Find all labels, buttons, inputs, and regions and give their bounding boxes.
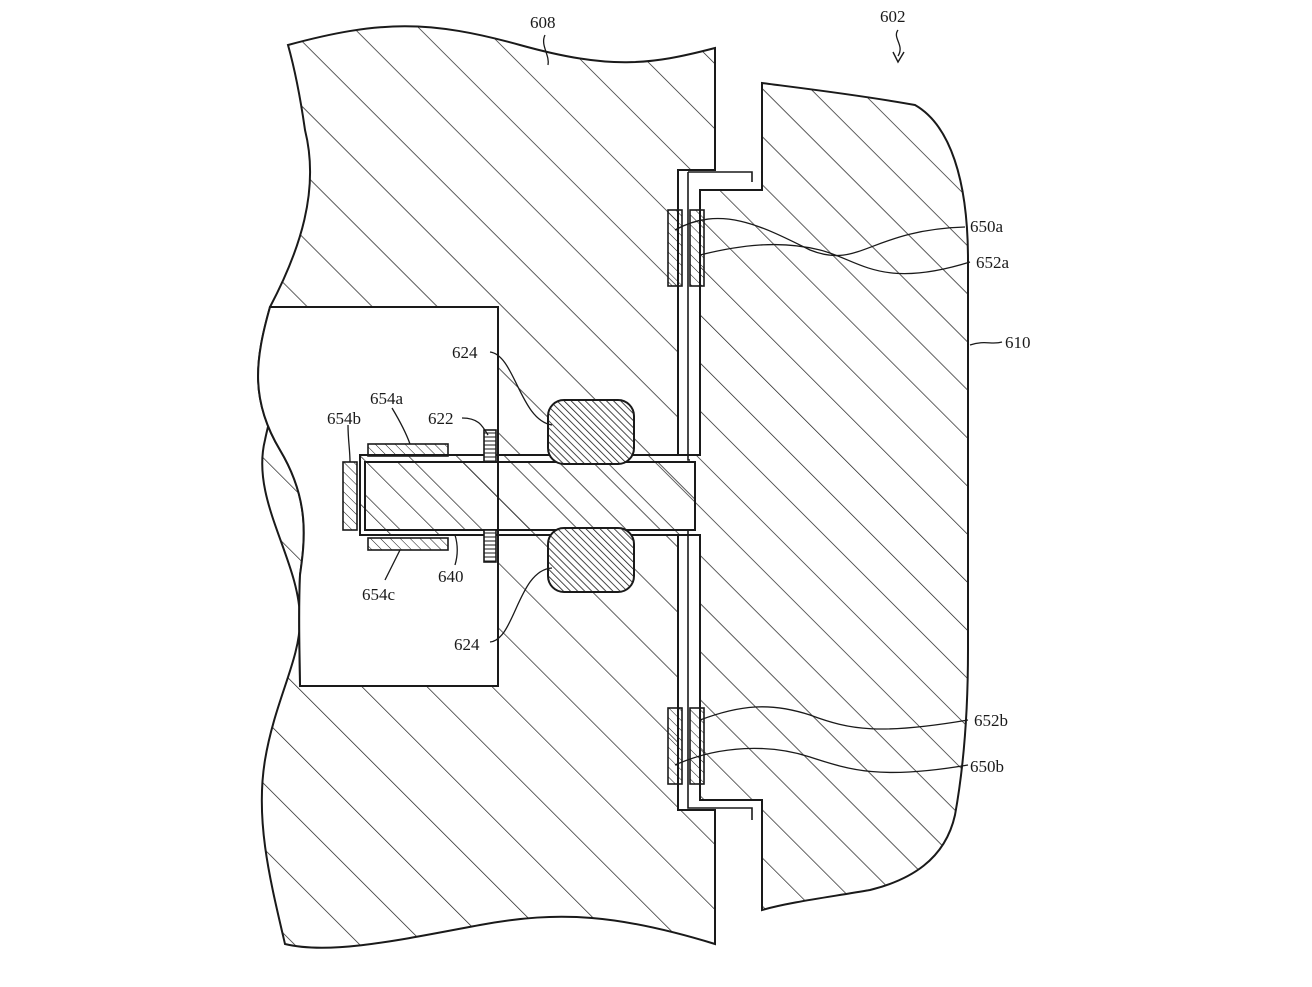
sensor-652a	[689, 209, 705, 287]
sensor-650b	[667, 707, 683, 785]
retainer-upper	[483, 429, 497, 463]
label-608: 608	[530, 13, 556, 32]
label-602: 602	[880, 7, 906, 26]
leader-652b	[699, 706, 969, 730]
leader-lines	[347, 29, 1003, 774]
sensor-654a	[367, 443, 449, 457]
label-654c: 654c	[362, 585, 396, 604]
sensor-654c	[367, 537, 449, 551]
shaft	[364, 461, 696, 531]
leader-610	[969, 341, 1003, 346]
leader-624-lower	[489, 567, 553, 643]
sensor-654b	[342, 461, 358, 531]
gap-outline	[687, 171, 753, 820]
arrow-602	[892, 51, 905, 64]
leader-650b	[674, 747, 969, 774]
label-640: 640	[438, 567, 464, 586]
leader-624-upper	[489, 351, 553, 426]
seal-lower	[547, 527, 635, 593]
label-610: 610	[1005, 333, 1031, 352]
leader-622	[461, 417, 489, 436]
sensor-652b	[689, 707, 705, 785]
leader-652a	[699, 243, 971, 275]
label-624-upper: 624	[452, 343, 478, 362]
label-654a: 654a	[370, 389, 404, 408]
label-652a: 652a	[976, 253, 1010, 272]
sensor-650a	[667, 209, 683, 287]
leader-654a	[391, 407, 411, 445]
leader-654b	[347, 424, 351, 463]
leader-650a	[674, 217, 966, 257]
leader-640	[454, 534, 458, 566]
label-650b: 650b	[970, 757, 1004, 776]
leader-654c	[384, 549, 401, 581]
leader-602	[895, 29, 901, 57]
retainer-lower	[483, 529, 497, 563]
label-652b: 652b	[974, 711, 1008, 730]
label-622: 622	[428, 409, 454, 428]
label-650a: 650a	[970, 217, 1004, 236]
label-624-lower: 624	[454, 635, 480, 654]
leader-608	[542, 34, 549, 66]
seal-upper	[547, 399, 635, 465]
label-654b: 654b	[327, 409, 361, 428]
